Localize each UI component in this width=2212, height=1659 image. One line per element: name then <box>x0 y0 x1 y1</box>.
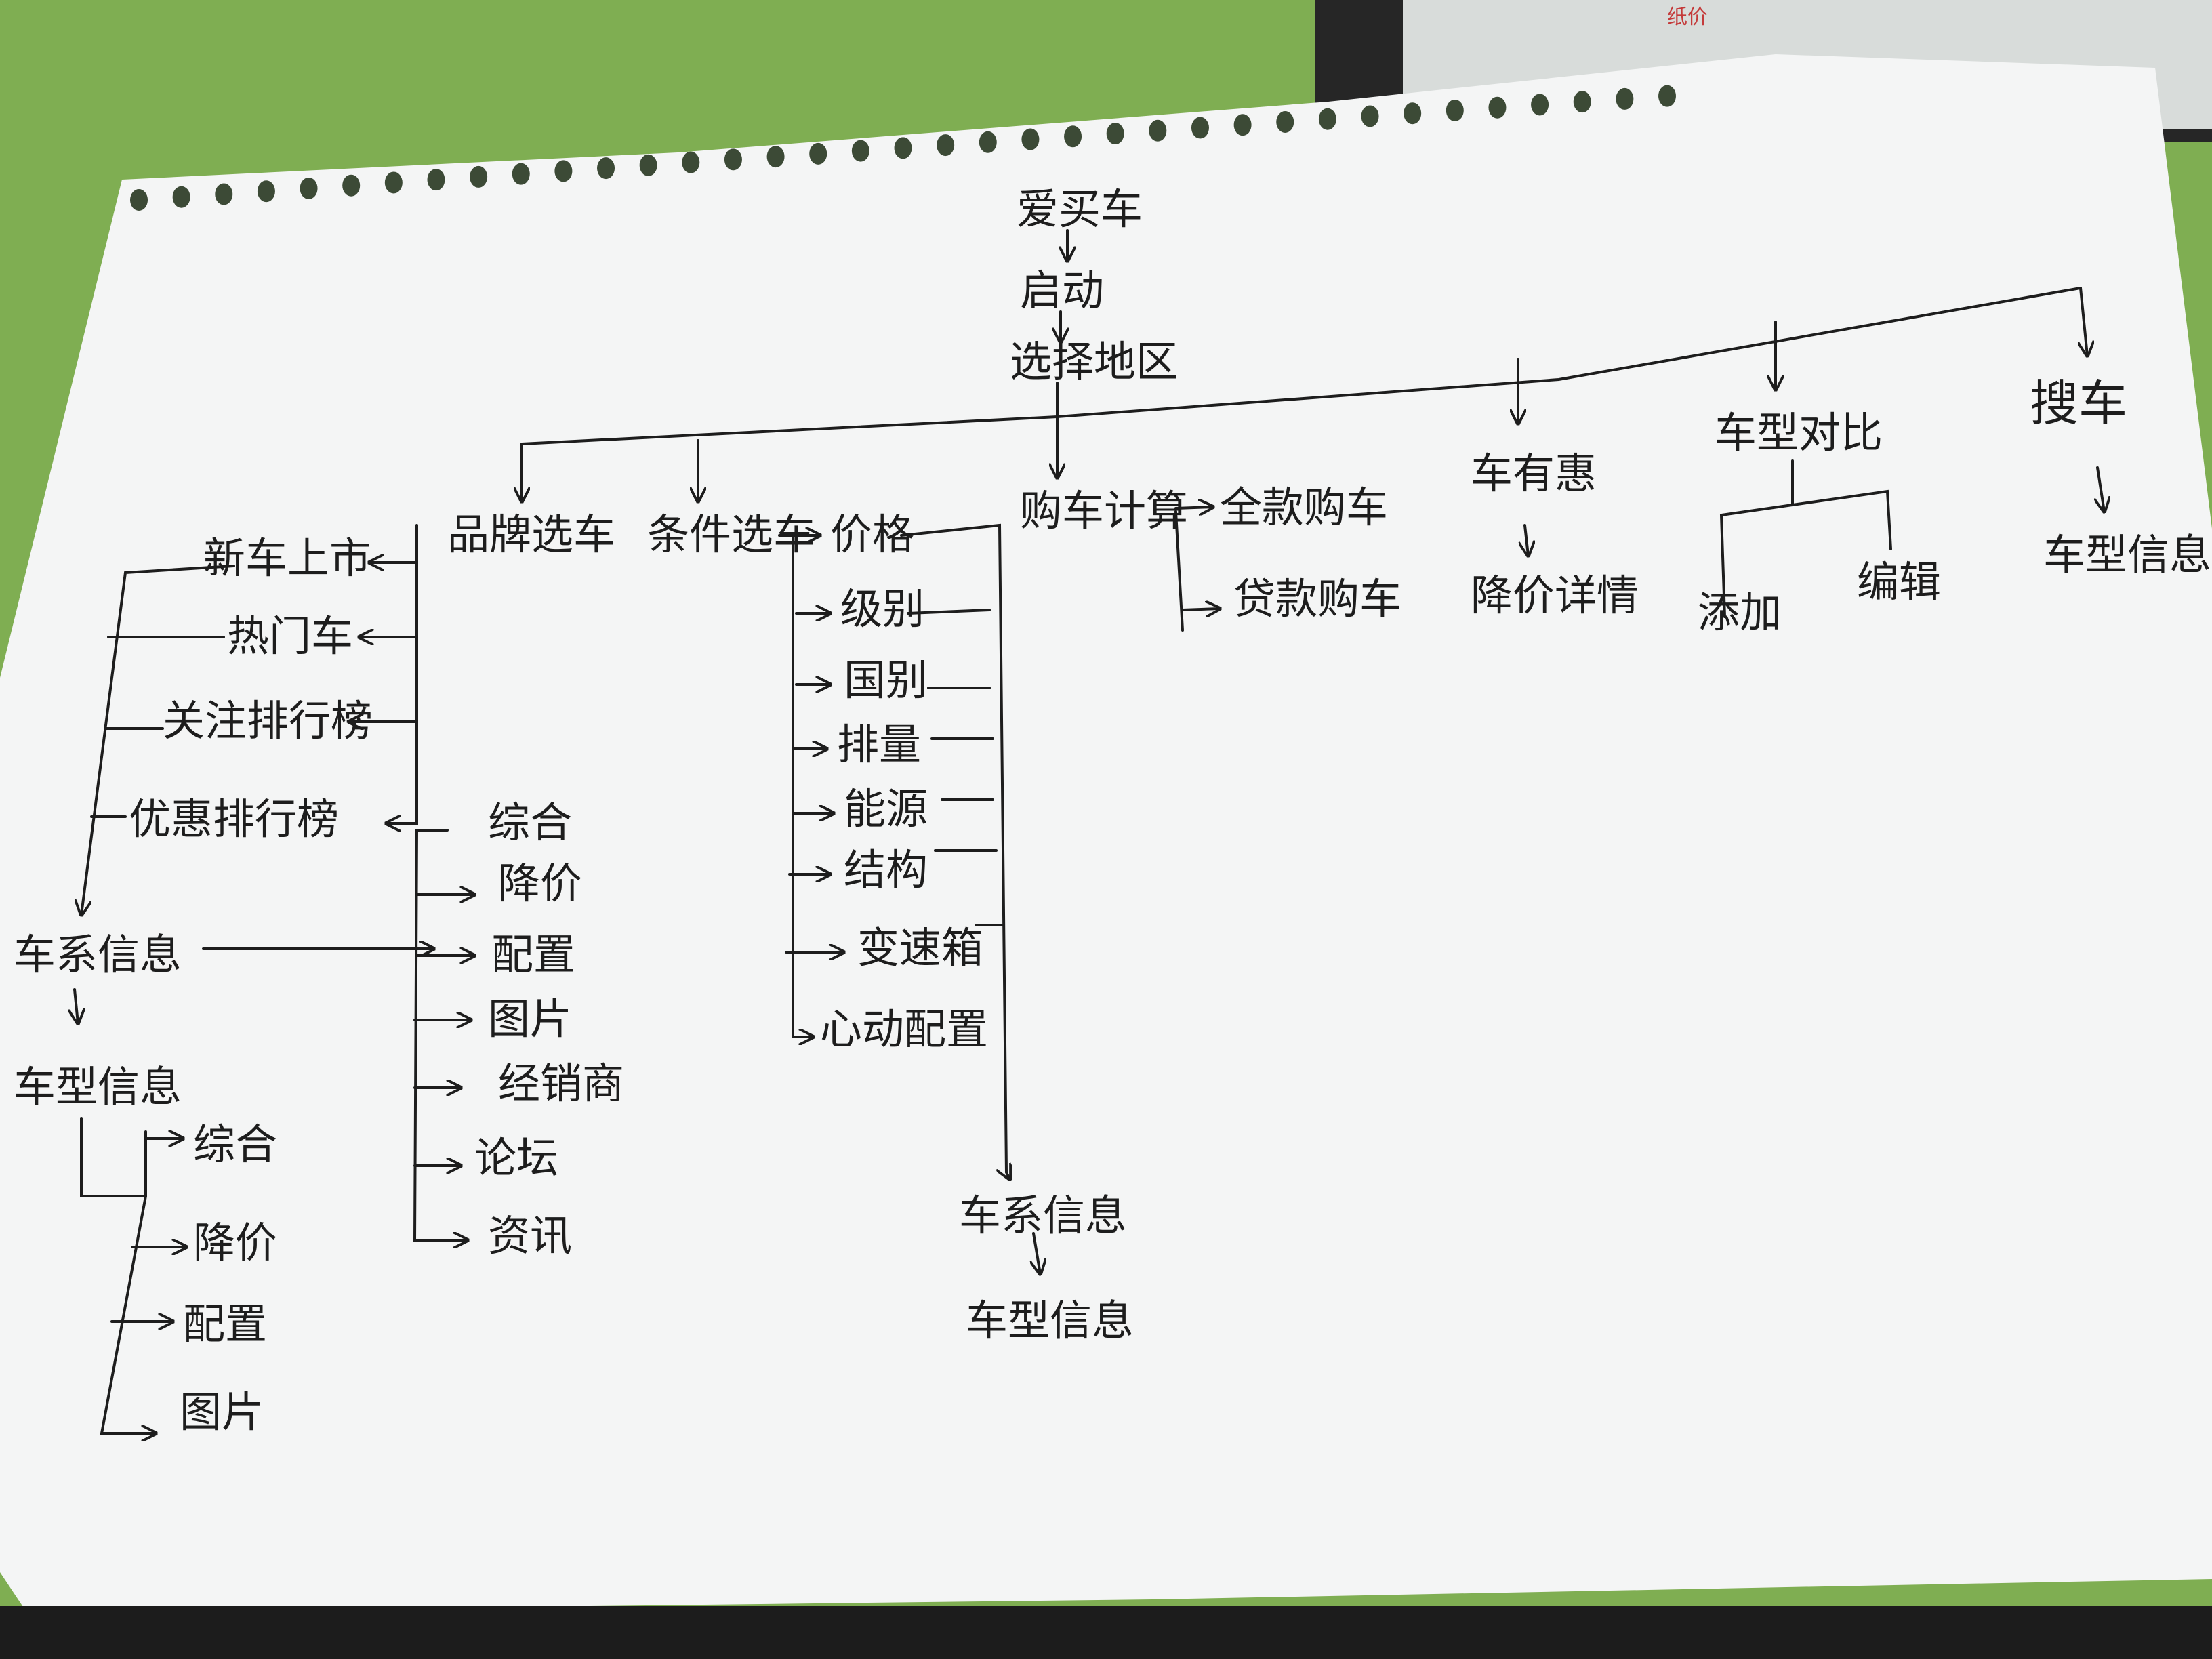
spiral-hole <box>257 180 275 203</box>
cond-favorite-config: 心动配置 <box>820 1004 988 1054</box>
region-step: 选择地区 <box>1010 337 1178 386</box>
spiral-hole <box>512 163 530 185</box>
series-price-cut: 降价 <box>498 859 582 908</box>
compare-edit: 编辑 <box>1857 557 1941 607</box>
series-photos: 图片 <box>488 994 572 1044</box>
brand-new-cars: 新车上市 <box>203 533 371 583</box>
series-news: 资讯 <box>488 1211 572 1261</box>
series-config: 配置 <box>491 930 575 979</box>
compare-add: 添加 <box>1698 588 1782 637</box>
spiral-hole <box>1191 117 1209 139</box>
model-price-cut: 降价 <box>193 1218 277 1267</box>
spiral-hole <box>427 169 445 191</box>
spiral-hole <box>172 186 190 208</box>
calc-full-payment: 全款购车 <box>1220 483 1388 532</box>
spiral-hole <box>809 142 827 165</box>
spiral-hole <box>1233 114 1252 136</box>
spiral-hole <box>724 148 742 171</box>
launch-step: 启动 <box>1020 266 1104 315</box>
brand-follow-rank: 关注排行榜 <box>163 696 373 745</box>
spiral-hole <box>342 174 361 197</box>
background-monitor-text: 纸价 <box>1667 5 1708 29</box>
branch-brand: 品牌选车 <box>447 510 615 559</box>
series-dealers: 经销商 <box>498 1059 624 1108</box>
branch-compare: 车型对比 <box>1715 408 1883 457</box>
cond-country: 国别 <box>844 655 928 705</box>
brand-deal-rank: 优惠排行榜 <box>129 794 339 844</box>
cond-model-info: 车型信息 <box>966 1296 1134 1345</box>
spiral-hole <box>1446 99 1464 121</box>
spiral-hole <box>1658 85 1676 107</box>
cond-structure: 结构 <box>844 845 928 895</box>
spiral-hole <box>597 157 615 180</box>
cond-displacement: 排量 <box>837 720 921 769</box>
branch-calculator: 购车计算 <box>1020 486 1188 535</box>
app-title: 爱买车 <box>1017 184 1143 234</box>
connector-lines <box>75 229 2104 1433</box>
spiral-hole <box>1488 96 1507 119</box>
model-info-left: 车型信息 <box>14 1062 182 1111</box>
spiral-hole <box>300 177 318 199</box>
spiral-hole <box>554 160 573 182</box>
branch-condition: 条件选车 <box>647 510 815 559</box>
branch-search: 搜车 <box>2030 375 2127 432</box>
cond-energy: 能源 <box>844 784 928 834</box>
series-overview: 综合 <box>488 798 572 847</box>
spiral-hole <box>1361 105 1379 127</box>
spiral-hole <box>1616 87 1634 110</box>
series-forum: 论坛 <box>474 1133 558 1183</box>
spiral-hole <box>1573 91 1591 113</box>
deals-detail: 降价详情 <box>1471 571 1639 620</box>
spiral-hole <box>130 189 148 211</box>
spiral-hole <box>1404 102 1422 125</box>
calc-loan: 贷款购车 <box>1233 574 1401 623</box>
spiral-hole <box>639 154 657 176</box>
desk-bottom <box>0 1606 2212 1659</box>
search-model-info: 车型信息 <box>2043 530 2211 579</box>
spiral-hole <box>470 165 488 188</box>
spiral-hole <box>1318 108 1336 130</box>
paper-sheet <box>0 54 2212 1613</box>
spiral-hole <box>937 134 955 157</box>
series-info: 车系信息 <box>14 930 182 979</box>
spiral-hole <box>894 137 912 159</box>
spiral-hole <box>1106 123 1124 145</box>
spiral-hole <box>1276 110 1294 133</box>
model-overview: 综合 <box>193 1120 277 1169</box>
spiral-holes <box>130 85 1676 211</box>
spiral-hole <box>766 146 785 168</box>
brand-hot-cars: 热门车 <box>227 611 353 661</box>
spiral-hole <box>215 183 233 205</box>
spiral-hole <box>1064 125 1082 148</box>
cond-price: 价格 <box>830 510 914 559</box>
spiral-hole <box>979 131 997 153</box>
spiral-hole <box>1149 119 1167 142</box>
cond-series-info: 车系信息 <box>959 1191 1127 1240</box>
cond-gearbox: 变速箱 <box>857 923 983 972</box>
spiral-hole <box>384 171 403 194</box>
spiral-hole <box>1531 94 1549 116</box>
cond-level: 级别 <box>840 584 924 634</box>
model-config: 配置 <box>183 1299 267 1349</box>
model-photos: 图片 <box>180 1387 264 1437</box>
spiral-hole <box>851 140 869 162</box>
branch-deals: 车有惠 <box>1471 449 1597 498</box>
spiral-hole <box>1021 128 1040 150</box>
spiral-hole <box>682 151 700 173</box>
